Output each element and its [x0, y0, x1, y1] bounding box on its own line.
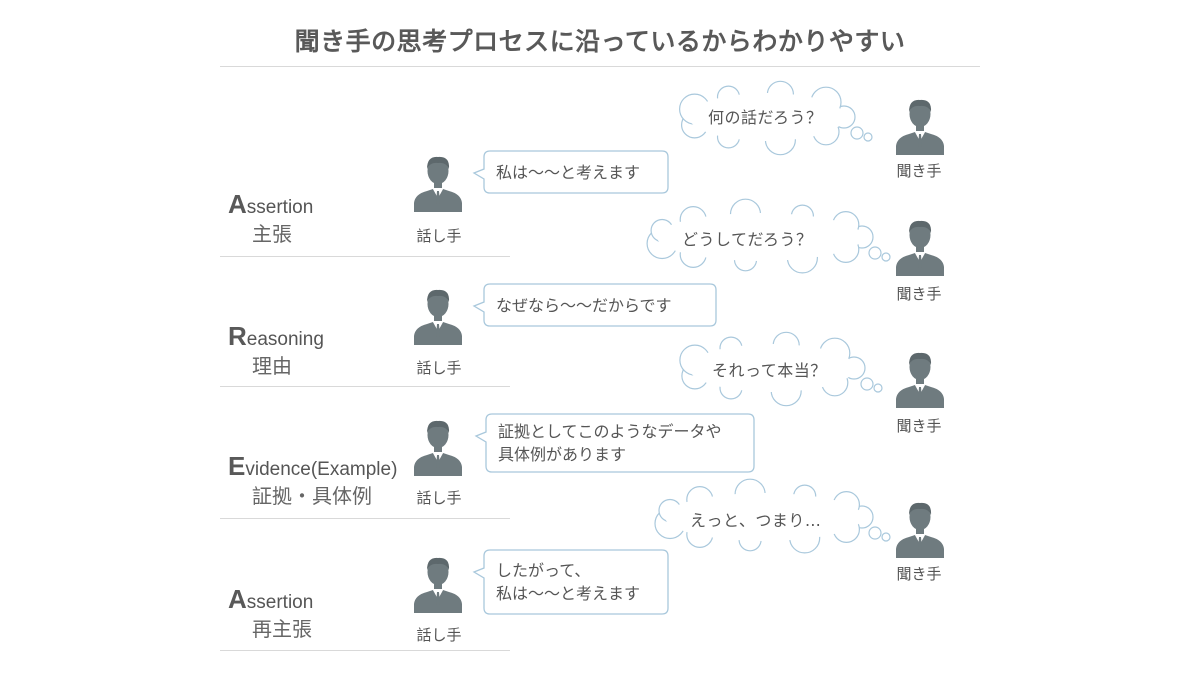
step-divider [220, 650, 510, 651]
businessman-icon [413, 555, 463, 613]
step-evidence: Evidence(Example) 証拠・具体例 [228, 453, 398, 511]
step-initial: R [228, 321, 247, 351]
speech-text: 証拠としてこのようなデータや 具体例があります [498, 414, 746, 472]
thought-text: 何の話だろう？ [708, 108, 823, 127]
step-ja-label: 理由 [252, 354, 292, 378]
speech-bubble: 証拠としてこのようなデータや 具体例があります [474, 413, 755, 473]
listener-figure [895, 350, 945, 408]
thought-text: それって本当？ [712, 361, 827, 380]
step-initial: E [228, 451, 246, 481]
step-assertion: Assertion 主張 [228, 191, 314, 249]
step-en-label: Assertion [228, 586, 314, 614]
thought-cloud: それって本当？ [679, 331, 902, 407]
speaker-figure [413, 287, 463, 345]
thought-cloud: えっと、つまり… [654, 478, 908, 554]
speaker-label: 話し手 [416, 626, 462, 644]
thought-text: えっと、つまり… [690, 511, 822, 530]
businessman-icon [895, 500, 945, 558]
businessman-icon [895, 97, 945, 155]
thought-cloud: どうしてだろう？ [646, 198, 910, 274]
step-initial: A [228, 584, 247, 614]
step-assertion-again: Assertion 再主張 [228, 586, 314, 644]
speech-bubble: なぜなら～～だからです [472, 283, 717, 327]
speech-text: 私は～～と考えます [496, 151, 660, 193]
slide-title: 聞き手の思考プロセスに沿っているからわかりやすい [294, 27, 906, 56]
businessman-icon [895, 350, 945, 408]
step-ja-label: 再主張 [252, 617, 312, 641]
speech-text: なぜなら～～だからです [496, 284, 708, 326]
step-name: ssertion [246, 592, 314, 613]
step-ja-label: 証拠・具体例 [252, 484, 372, 508]
speech-text: したがって、 私は～～と考えます [496, 550, 660, 614]
speaker-label: 話し手 [416, 489, 462, 507]
step-name: vidence(Example) [245, 459, 398, 480]
speaker-label: 話し手 [416, 359, 462, 377]
step-name: easoning [246, 329, 324, 350]
step-name: ssertion [246, 197, 314, 218]
listener-label: 聞き手 [896, 162, 942, 180]
speaker-figure [413, 154, 463, 212]
thought-cloud: 何の話だろう？ [679, 80, 892, 156]
speaker-figure [413, 555, 463, 613]
listener-label: 聞き手 [896, 417, 942, 435]
speech-bubble: したがって、 私は～～と考えます [472, 549, 669, 615]
step-divider [220, 386, 510, 387]
speech-line: 私は～～と考えます [496, 162, 641, 182]
speaker-figure [413, 418, 463, 476]
listener-label: 聞き手 [896, 285, 942, 303]
businessman-icon [413, 418, 463, 476]
speech-line: 具体例があります [498, 445, 627, 464]
step-en-label: Assertion [228, 191, 314, 219]
thought-text: どうしてだろう？ [682, 230, 813, 249]
speech-line: したがって、 [496, 561, 591, 580]
listener-figure [895, 218, 945, 276]
listener-figure [895, 500, 945, 558]
step-reasoning: Reasoning 理由 [228, 323, 324, 381]
listener-figure [895, 97, 945, 155]
step-ja-label: 主張 [252, 222, 292, 246]
title-divider [220, 66, 980, 67]
step-divider [220, 518, 510, 519]
businessman-icon [413, 287, 463, 345]
speech-line: 証拠としてこのようなデータや [498, 422, 722, 441]
listener-label: 聞き手 [896, 565, 942, 583]
step-initial: A [228, 189, 247, 219]
speech-line: 私は～～と考えます [496, 584, 641, 603]
businessman-icon [413, 154, 463, 212]
speaker-label: 話し手 [416, 227, 462, 245]
step-en-label: Evidence(Example) [228, 453, 398, 481]
speech-bubble: 私は～～と考えます [472, 150, 669, 194]
step-divider [220, 256, 510, 257]
speech-line: なぜなら～～だからです [496, 295, 672, 315]
businessman-icon [895, 218, 945, 276]
step-en-label: Reasoning [228, 323, 324, 351]
